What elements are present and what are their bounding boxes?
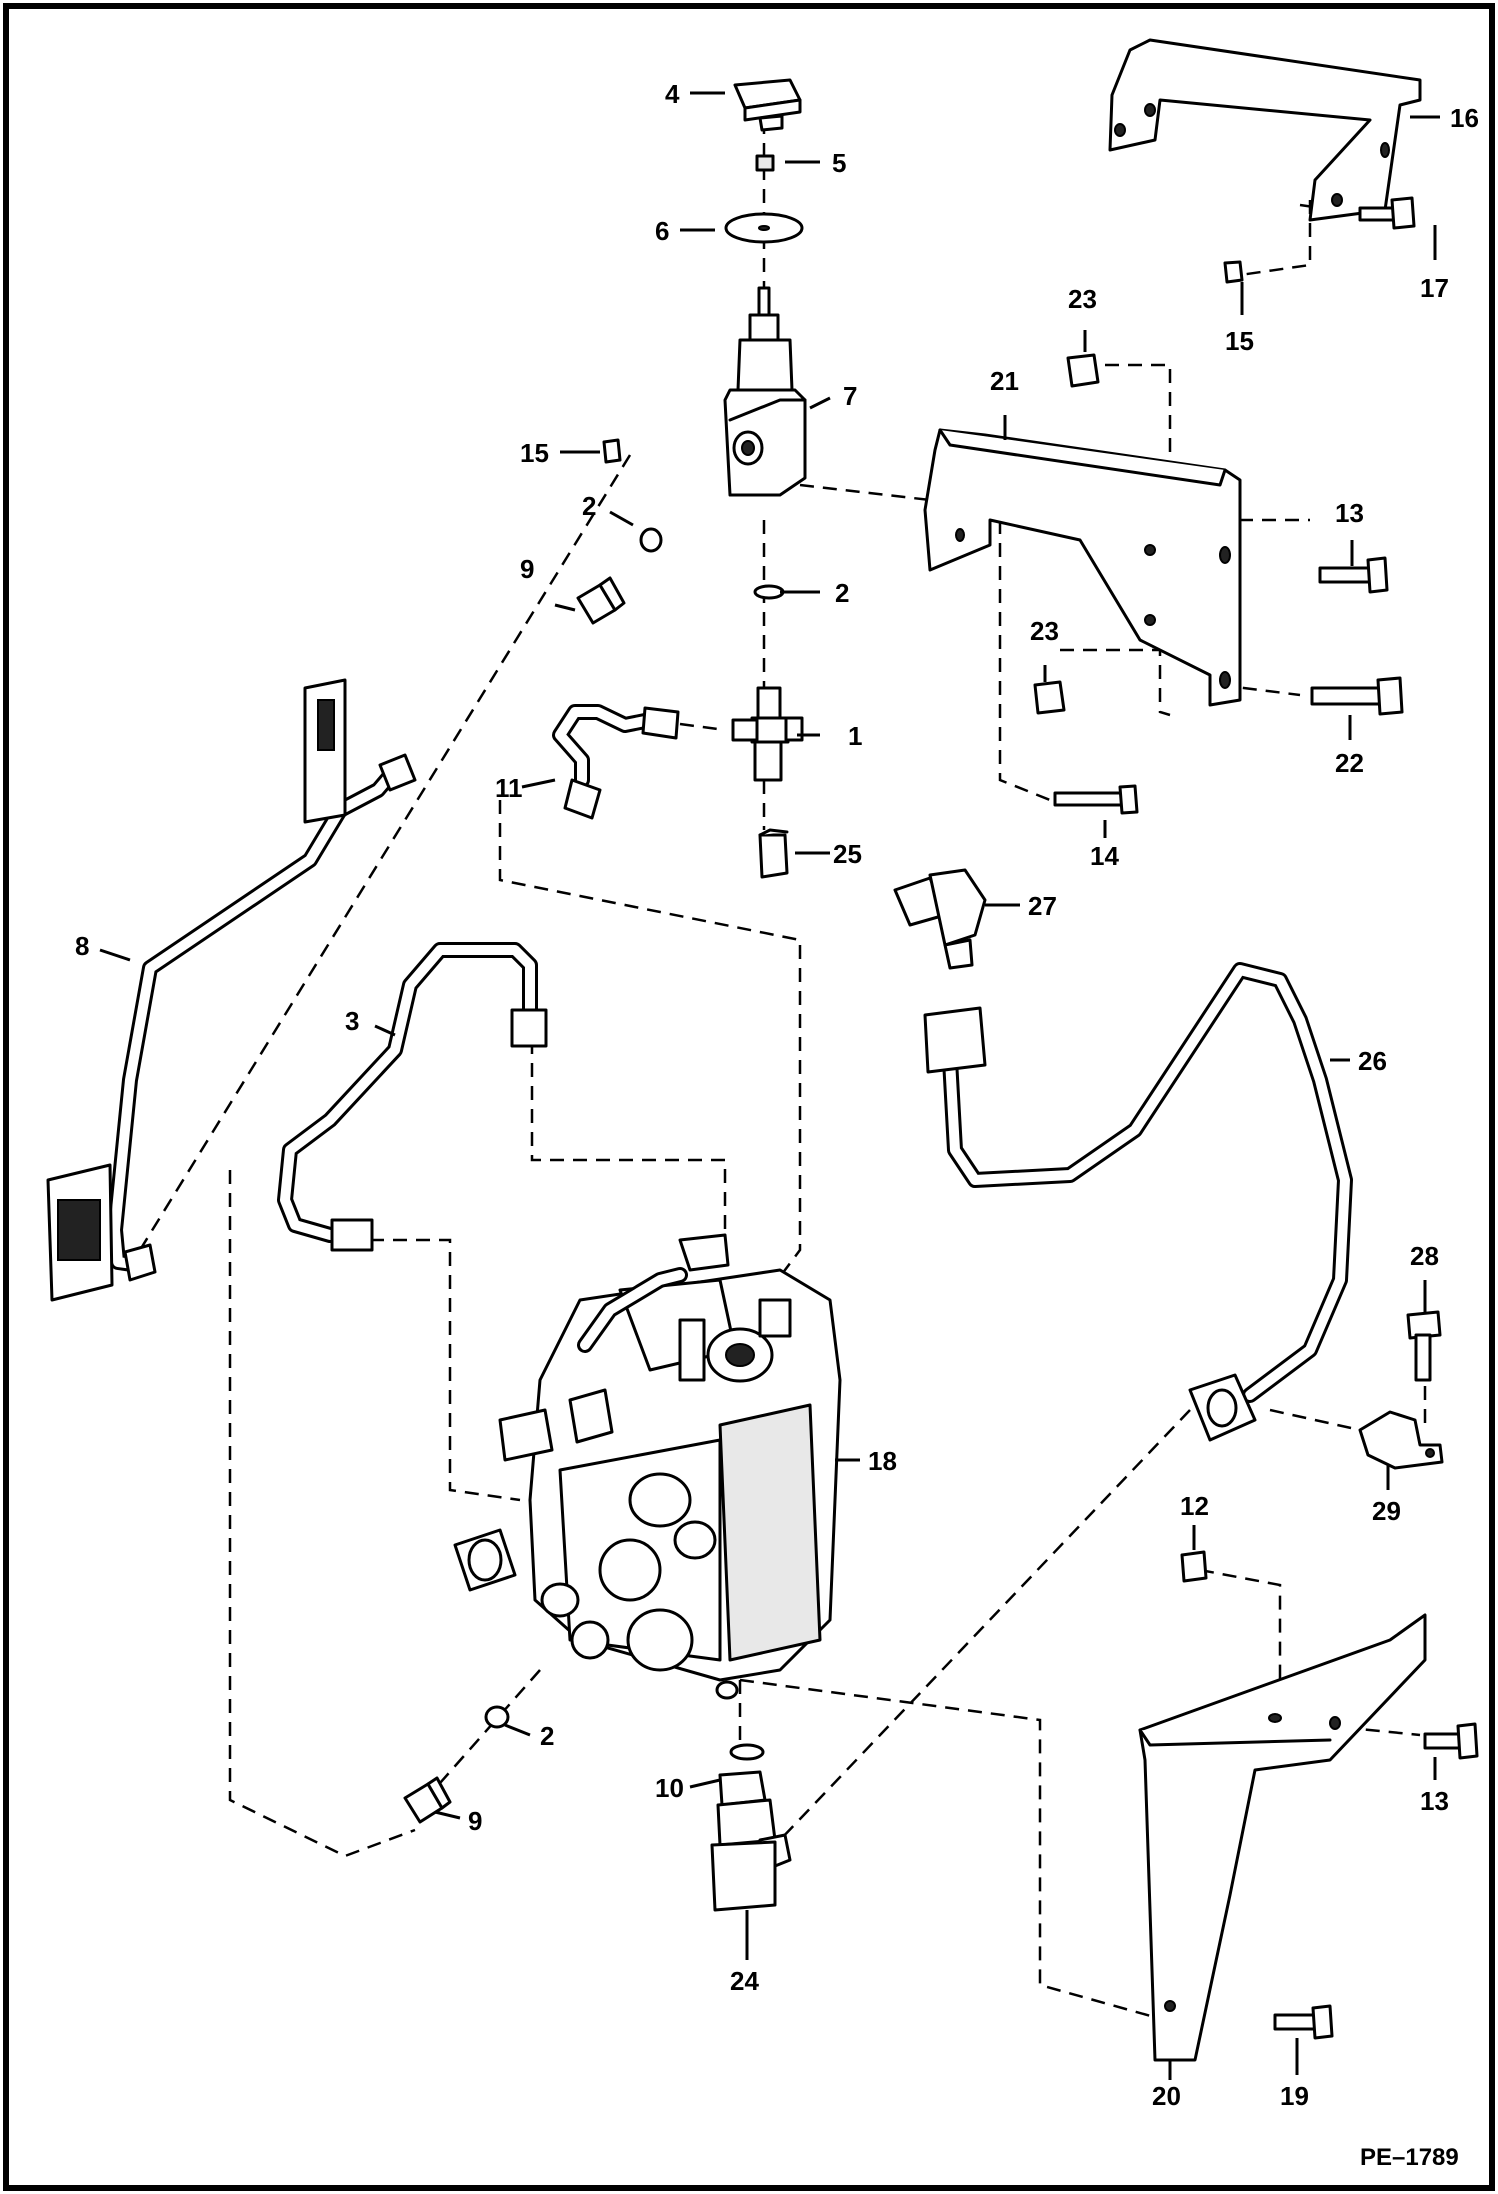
callout-28: 28	[1410, 1241, 1439, 1271]
tube-26	[923, 962, 1353, 1442]
fitting-lower	[403, 1776, 452, 1824]
small-nut	[755, 154, 775, 172]
relief-valve	[723, 286, 807, 497]
callout-9-lower: 9	[468, 1806, 482, 1836]
callout-16: 16	[1450, 103, 1479, 133]
callout-13-upper: 13	[1335, 498, 1364, 528]
elbow-24	[710, 1770, 792, 1912]
callout-20: 20	[1152, 2081, 1181, 2111]
callout-23-lower: 23	[1030, 616, 1059, 646]
callout-7: 7	[843, 381, 857, 411]
washer	[724, 212, 804, 244]
o-rings	[484, 527, 785, 1761]
tube-11	[552, 704, 680, 820]
cap	[733, 78, 802, 132]
callout-2-lower: 2	[540, 1721, 554, 1751]
callout-3: 3	[345, 1006, 359, 1036]
callout-24: 24	[730, 1966, 759, 1996]
tee-fitting	[731, 686, 804, 782]
callout-29: 29	[1372, 1496, 1401, 1526]
bracket-16	[1108, 38, 1422, 222]
callout-23-upper: 23	[1068, 284, 1097, 314]
tee-cap	[758, 828, 789, 879]
callout-14: 14	[1090, 841, 1119, 871]
callout-18: 18	[868, 1446, 897, 1476]
bracket-20	[1138, 1613, 1427, 2062]
bracket-21	[923, 428, 1242, 707]
callout-8: 8	[75, 931, 89, 961]
gauge-tube	[46, 678, 417, 1302]
callout-leaders	[99, 91, 1440, 2080]
callout-22: 22	[1335, 748, 1364, 778]
callout-4: 4	[665, 79, 680, 109]
callout-15-right: 15	[1225, 326, 1254, 356]
callout-27: 27	[1028, 891, 1057, 921]
drawing-code: PE–1789	[1360, 2144, 1459, 2171]
callout-2-middle: 2	[835, 578, 849, 608]
callout-17: 17	[1420, 273, 1449, 303]
callout-9-upper: 9	[520, 554, 534, 584]
elbow-27	[893, 868, 987, 970]
callout-numbers: 4 5 6 7 15 2 2 9 1 11 25 8 3 27 26 21 23…	[75, 79, 1479, 2111]
callout-10: 10	[655, 1773, 684, 1803]
hydraulic-control-valve	[453, 1233, 842, 1700]
callout-25: 25	[833, 839, 862, 869]
diagram-frame	[3, 3, 1495, 2191]
callout-5: 5	[832, 148, 846, 178]
callout-11: 11	[495, 773, 523, 803]
callout-15-left: 15	[520, 438, 549, 468]
callout-19: 19	[1280, 2081, 1309, 2111]
callout-26: 26	[1358, 1046, 1387, 1076]
callout-6: 6	[655, 216, 669, 246]
callout-1: 1	[848, 721, 862, 751]
callout-12: 12	[1180, 1491, 1209, 1521]
tube-3	[277, 942, 548, 1252]
callout-13-lower: 13	[1420, 1786, 1449, 1816]
callout-21: 21	[990, 366, 1019, 396]
fasteners	[602, 196, 1479, 2040]
fitting-upper	[576, 576, 626, 625]
callout-2-upper: 2	[582, 491, 596, 521]
